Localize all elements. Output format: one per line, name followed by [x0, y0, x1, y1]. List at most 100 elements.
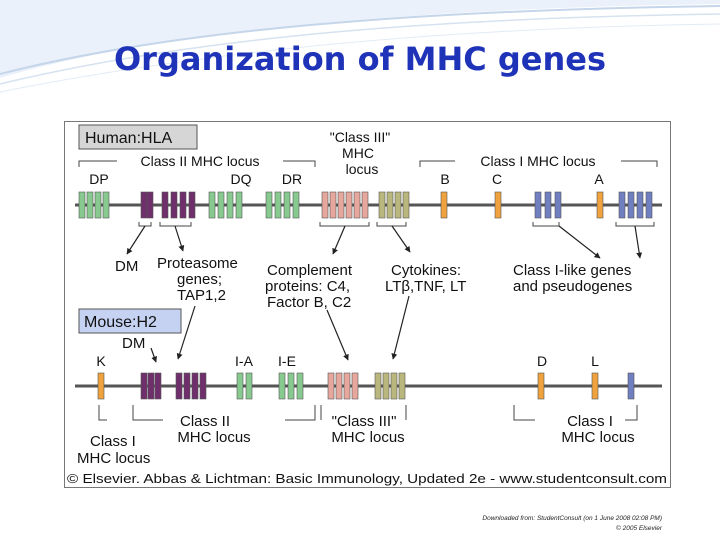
human-gene-11: [208, 191, 216, 219]
human-gene-30: [494, 191, 502, 219]
footnote-line1: Downloaded from: StudentConsult (on 1 Ju…: [482, 515, 662, 522]
footnote-line2: © 2005 Elsevier: [616, 525, 662, 532]
proteasome-line3: TAP1,2: [177, 287, 226, 304]
human-gene-27: [394, 191, 402, 219]
human-gene-13: [226, 191, 234, 219]
human-gene-14: [235, 191, 243, 219]
human-gene-21: [337, 191, 345, 219]
human-gene-19: [321, 191, 329, 219]
human-gene-3: [94, 191, 102, 219]
human-group-brackets: [138, 222, 655, 227]
mouse-gene-10: [245, 372, 253, 400]
human-gene-20: [329, 191, 337, 219]
figure-frame: Human:HLA "Class III" MHC locus Class I I…: [64, 121, 671, 488]
mouse-gene-label-ie: I-E: [278, 353, 296, 369]
human-gene-22: [345, 191, 353, 219]
human-gene-17: [283, 191, 291, 219]
cytokines-line2: LTβ,TNF, LT: [385, 278, 466, 295]
mouse-gene-17: [351, 372, 359, 400]
human-gene-label-c: C: [492, 171, 502, 187]
dm-label: DM: [115, 258, 138, 275]
mouse-gene-label-k: K: [96, 353, 106, 369]
mouse-gene-23: [591, 372, 599, 400]
human-gene-33: [554, 191, 562, 219]
mouse-gene-2: [140, 372, 148, 400]
mouse-gene-label-d: D: [537, 353, 547, 369]
human-gene-26: [386, 191, 394, 219]
human-gene-16: [274, 191, 282, 219]
class1-like-line2: and pseudogenes: [513, 278, 632, 295]
mouse-gene-6: [183, 372, 191, 400]
mouse-gene-13: [296, 372, 304, 400]
mouse-gene-4: [154, 372, 162, 400]
mouse-gene-20: [390, 372, 398, 400]
human-annotation-arrows: [126, 225, 643, 259]
mouse-gene-18: [374, 372, 382, 400]
mouse-gene-label-ia: I-A: [235, 353, 254, 369]
human-gene-9: [179, 191, 187, 219]
human-gene-25: [378, 191, 386, 219]
human-class3-header-line3: locus: [346, 161, 379, 177]
mouse-class3-line1: "Class III": [332, 413, 397, 430]
mouse-gene-1: [97, 372, 105, 400]
mouse-annotation-arrows: [150, 295, 410, 363]
human-hla-box: [78, 124, 198, 150]
human-gene-38: [645, 191, 653, 219]
human-gene-2: [86, 191, 94, 219]
human-gene-35: [618, 191, 626, 219]
human-gene-label-dr: DR: [282, 171, 302, 187]
human-gene-1: [78, 191, 86, 219]
mouse-gene-label-l: L: [591, 353, 599, 369]
human-gene-12: [217, 191, 225, 219]
human-gene-36: [627, 191, 635, 219]
human-gene-blocks: [78, 191, 653, 219]
human-gene-32: [544, 191, 552, 219]
mouse-class2-line2: MHC locus: [177, 429, 250, 446]
mouse-gene-12: [287, 372, 295, 400]
mouse-gene-24: [627, 372, 635, 400]
background-swoosh: [0, 0, 720, 93]
proteasome-line2: genes;: [177, 271, 222, 288]
cytokines-line1: Cytokines:: [391, 262, 461, 279]
human-gene-5: [140, 191, 148, 219]
human-class3-header-line1: "Class III": [330, 129, 391, 145]
human-gene-6: [146, 191, 154, 219]
human-gene-label-dq: DQ: [231, 171, 252, 187]
mouse-class1-k-line2: MHC locus: [77, 450, 150, 467]
human-gene-31: [534, 191, 542, 219]
human-gene-37: [636, 191, 644, 219]
mouse-class1-line1: Class I: [567, 413, 613, 430]
mouse-dm-label: DM: [122, 335, 145, 352]
human-gene-34: [596, 191, 604, 219]
mouse-gene-15: [335, 372, 343, 400]
mouse-locus-brackets: [98, 405, 638, 421]
mouse-class1-line2: MHC locus: [561, 429, 634, 446]
human-gene-4: [102, 191, 110, 219]
human-gene-29: [440, 191, 448, 219]
proteasome-line1: Proteasome: [157, 255, 238, 272]
human-hla-label: Human:HLA: [85, 130, 172, 147]
mouse-class1-k-line1: Class I: [90, 433, 136, 450]
complement-line2: proteins: C4,: [265, 278, 350, 295]
copyright-caption: © Elsevier. Abbas & Lichtman: Basic Immu…: [67, 472, 667, 486]
mouse-class3-line2: MHC locus: [331, 429, 404, 446]
mouse-gene-22: [537, 372, 545, 400]
mouse-gene-16: [343, 372, 351, 400]
slide-title: Organization of MHC genes: [113, 40, 607, 78]
mouse-gene-blocks: [97, 372, 635, 400]
human-class1-locus-bracket: [419, 160, 658, 167]
human-gene-7: [161, 191, 169, 219]
mouse-gene-9: [236, 372, 244, 400]
mouse-gene-8: [199, 372, 207, 400]
mouse-gene-7: [191, 372, 199, 400]
mouse-h2-box: [78, 308, 182, 334]
human-gene-10: [188, 191, 196, 219]
human-gene-24: [361, 191, 369, 219]
mouse-gene-19: [382, 372, 390, 400]
human-gene-label-b: B: [440, 171, 449, 187]
mouse-gene-5: [175, 372, 183, 400]
human-gene-23: [353, 191, 361, 219]
mouse-gene-14: [327, 372, 335, 400]
mouse-gene-21: [398, 372, 406, 400]
download-footnote: Downloaded from: StudentConsult (on 1 Ju…: [482, 514, 662, 534]
